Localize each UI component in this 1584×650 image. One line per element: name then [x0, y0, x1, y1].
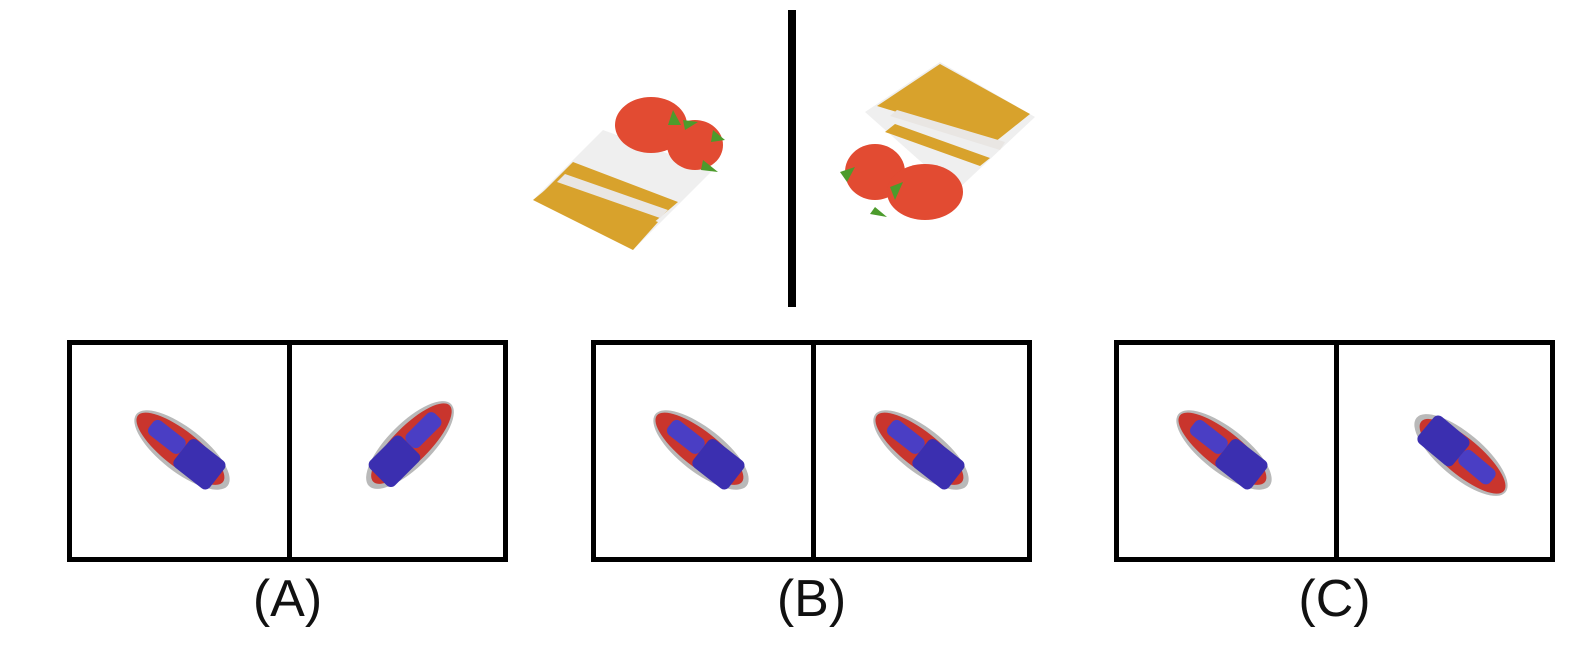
- option-a-left-shoe: [122, 395, 242, 505]
- option-a-label[interactable]: (A): [252, 570, 323, 628]
- option-a-right-shoe: [350, 390, 470, 500]
- option-c-right-shoe: [1401, 400, 1521, 510]
- option-c-left-shoe: [1164, 395, 1284, 505]
- option-b-divider: [811, 345, 816, 557]
- example-right-object: [835, 62, 1035, 232]
- example-divider: [788, 10, 796, 307]
- example-left-object: [533, 90, 733, 260]
- option-a-divider: [287, 345, 292, 557]
- option-a-panel[interactable]: [67, 340, 508, 562]
- option-c-panel[interactable]: [1114, 340, 1555, 562]
- option-c-label[interactable]: (C): [1298, 570, 1371, 628]
- option-b-label[interactable]: (B): [776, 570, 847, 628]
- option-b-left-shoe: [641, 395, 761, 505]
- option-c-divider: [1334, 345, 1339, 557]
- option-b-panel[interactable]: [591, 340, 1032, 562]
- option-b-right-shoe: [861, 395, 981, 505]
